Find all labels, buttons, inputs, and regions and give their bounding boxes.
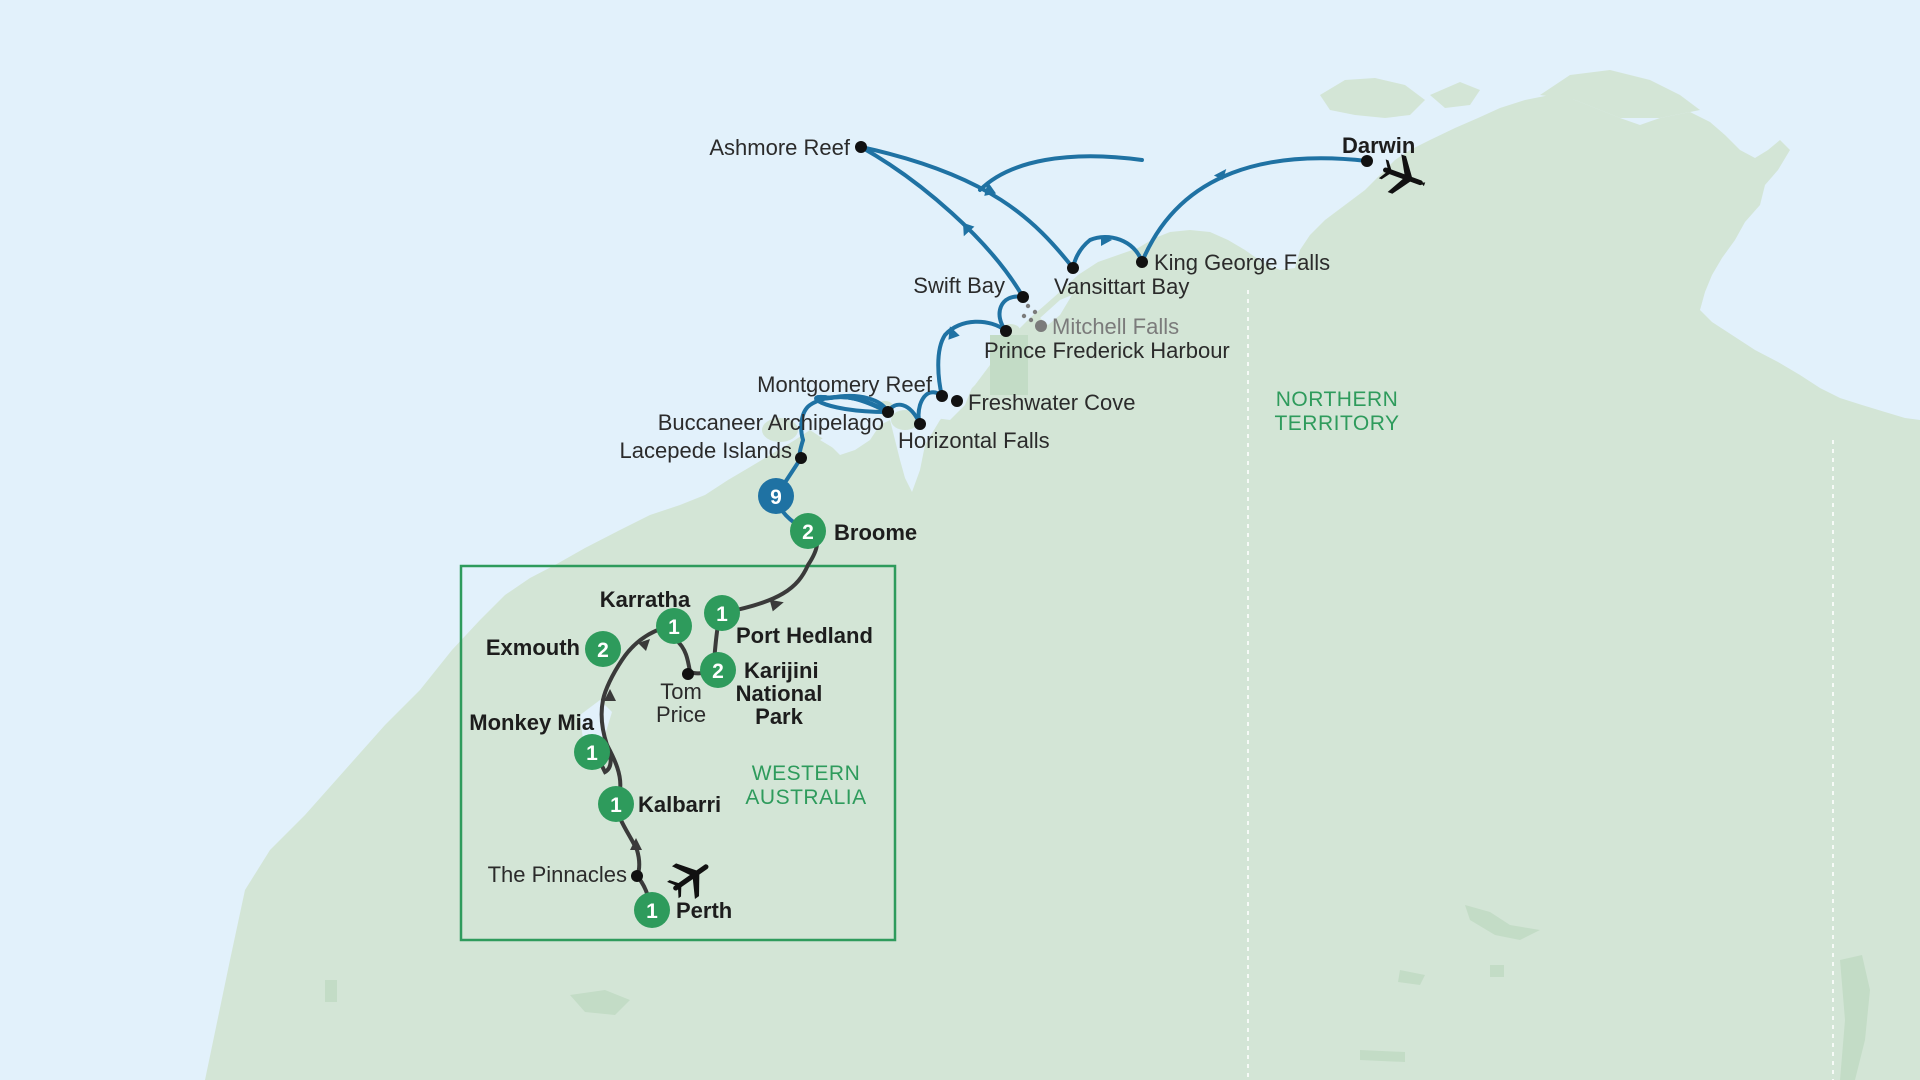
label-the-pinnacles: The Pinnacles: [488, 862, 627, 887]
label-karijini-2: National: [736, 681, 823, 706]
tiwi-islands: [1320, 78, 1480, 118]
svg-text:1: 1: [668, 616, 680, 639]
nights-badge-port-hedland: 1: [704, 595, 740, 631]
nights-badge-monkey-mia: 1: [574, 734, 610, 770]
label-prince-frederick-harbour: Prince Frederick Harbour: [984, 338, 1230, 363]
place-markers: [631, 141, 1373, 882]
nights-badge-karijini: 2: [700, 652, 736, 688]
mainland-australia: [205, 95, 1920, 1080]
cruise-route-arrows: [948, 168, 1227, 340]
svg-text:1: 1: [586, 742, 598, 765]
marker-swift-bay: [1017, 291, 1029, 303]
label-kalbarri: Kalbarri: [638, 792, 721, 817]
marker-darwin: [1361, 155, 1373, 167]
svg-text:1: 1: [610, 794, 622, 817]
label-exmouth: Exmouth: [486, 635, 580, 660]
label-monkey-mia: Monkey Mia: [469, 710, 594, 735]
label-tom-price-2: Price: [656, 702, 706, 727]
marker-king-george-falls: [1136, 256, 1148, 268]
marker-vansittart-bay: [1067, 262, 1079, 274]
label-port-hedland: Port Hedland: [736, 623, 873, 648]
marker-buccaneer-archipelago: [882, 406, 894, 418]
label-tom-price-1: Tom: [660, 679, 702, 704]
marker-prince-frederick-harbour: [1000, 325, 1012, 337]
nights-badge-broome: 2: [790, 513, 826, 549]
svg-text:2: 2: [712, 660, 724, 683]
svg-text:1: 1: [716, 603, 728, 626]
marker-freshwater-cove: [951, 395, 963, 407]
label-ashmore-reef: Ashmore Reef: [709, 135, 851, 160]
nights-badge-perth: 1: [634, 892, 670, 928]
arnhem-coast: [1540, 70, 1700, 118]
nights-badge-karratha: 1: [656, 608, 692, 644]
label-karijini-3: Park: [755, 704, 803, 729]
label-karijini-1: Karijini: [744, 658, 819, 683]
label-montgomery-reef: Montgomery Reef: [757, 372, 933, 397]
marker-ashmore-reef: [855, 141, 867, 153]
label-swift-bay: Swift Bay: [913, 273, 1005, 298]
label-horizontal-falls: Horizontal Falls: [898, 428, 1050, 453]
svg-text:2: 2: [802, 521, 814, 544]
airplane-icon: [1378, 154, 1426, 194]
nights-badge-cruise: 9: [758, 478, 794, 514]
label-king-george-falls: King George Falls: [1154, 250, 1330, 275]
marker-mitchell-falls: [1035, 320, 1047, 332]
airplane-icon: [667, 863, 709, 899]
inland-lakes: [325, 335, 1870, 1080]
region-label-northern-territory-2: TERRITORY: [1274, 412, 1399, 435]
region-label-western-australia-2: AUSTRALIA: [745, 786, 866, 809]
svg-text:2: 2: [597, 639, 609, 662]
region-label-northern-territory: NORTHERN: [1276, 388, 1399, 411]
label-mitchell-falls: Mitchell Falls: [1052, 314, 1179, 339]
marker-horizontal-falls: [914, 418, 926, 430]
marker-the-pinnacles: [631, 870, 643, 882]
marker-tom-price: [682, 668, 694, 680]
marker-montgomery-reef: [936, 390, 948, 402]
svg-text:1: 1: [646, 900, 658, 923]
label-freshwater-cove: Freshwater Cove: [968, 390, 1136, 415]
label-karratha: Karratha: [600, 587, 691, 612]
land-route-arrows: [604, 599, 784, 850]
western-australia-inset-box: [459, 564, 897, 942]
label-lacepede-islands: Lacepede Islands: [620, 438, 792, 463]
svg-text:9: 9: [770, 486, 782, 509]
label-perth: Perth: [676, 898, 732, 923]
label-darwin: Darwin: [1342, 133, 1415, 158]
nights-badge-exmouth: 2: [585, 631, 621, 667]
mitchell-falls-dots: [1021, 303, 1038, 323]
marker-lacepede-islands: [795, 452, 807, 464]
label-broome: Broome: [834, 520, 917, 545]
region-label-western-australia: WESTERN: [752, 762, 861, 785]
label-vansittart-bay: Vansittart Bay: [1054, 274, 1189, 299]
label-buccaneer-archipelago: Buccaneer Archipelago: [658, 410, 884, 435]
cruise-route: [774, 145, 1369, 533]
nights-badge-kalbarri: 1: [598, 786, 634, 822]
